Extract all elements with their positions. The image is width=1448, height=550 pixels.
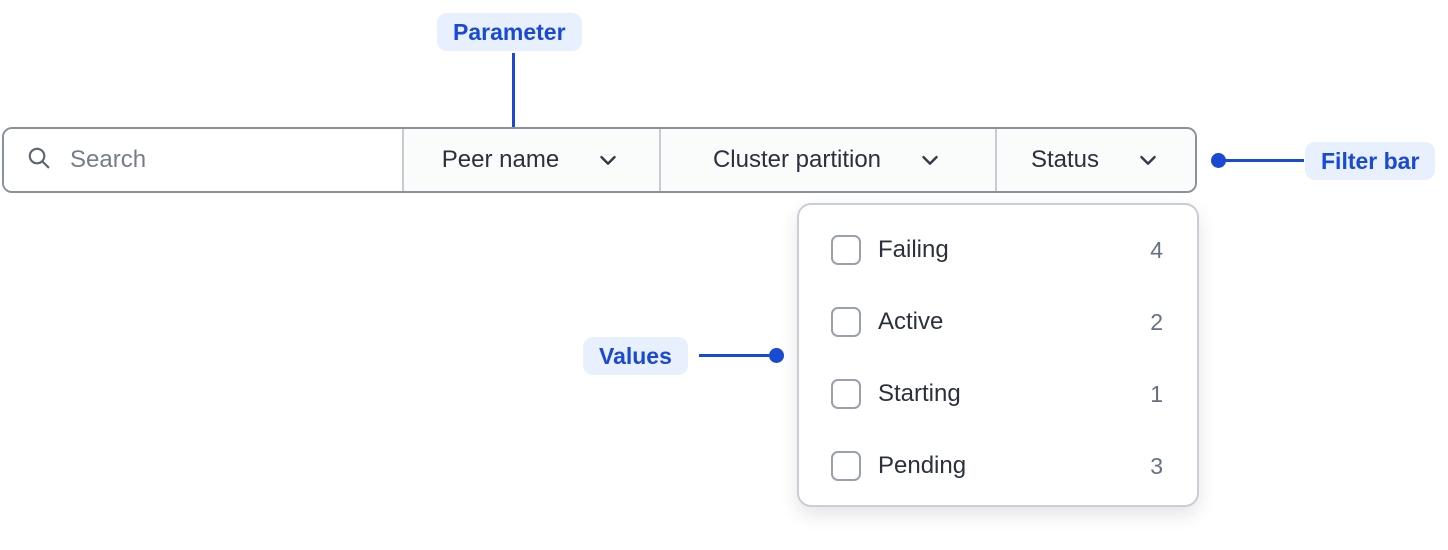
dropdown-cluster-partition[interactable]: Cluster partition [659, 129, 995, 191]
values-connector-line [699, 354, 769, 357]
chevron-down-icon [595, 147, 621, 173]
option-label: Active [878, 308, 944, 335]
checkbox-failing[interactable] [831, 235, 861, 265]
values-connector-dot [769, 348, 784, 363]
parameter-annotation-badge: Parameter [437, 13, 582, 51]
filter-bar-annotation-badge: Filter bar [1305, 142, 1436, 180]
filter-bar-connector-dot [1211, 153, 1226, 168]
chevron-down-icon [1135, 147, 1161, 173]
dropdown-peer-name[interactable]: Peer name [402, 129, 659, 191]
filter-option-row-pending[interactable]: Pending 3 [799, 430, 1197, 502]
option-label: Starting [878, 380, 961, 407]
checkbox-active[interactable] [831, 307, 861, 337]
filter-bar-connector-line [1220, 159, 1304, 162]
option-label: Pending [878, 452, 967, 479]
option-count: 1 [1150, 380, 1163, 407]
dropdown-status-label: Status [1030, 146, 1100, 173]
checkbox-pending[interactable] [831, 451, 861, 481]
option-count: 4 [1150, 236, 1163, 263]
filter-option-row-starting[interactable]: Starting 1 [799, 358, 1197, 430]
filter-option-row-active[interactable]: Active 2 [799, 286, 1197, 358]
values-annotation-badge: Values [583, 337, 688, 375]
dropdown-cluster-partition-label: Cluster partition [712, 146, 882, 173]
search-input[interactable] [70, 146, 392, 174]
dropdown-peer-name-label: Peer name [441, 146, 560, 173]
chevron-down-icon [917, 147, 943, 173]
option-count: 2 [1150, 308, 1163, 335]
checkbox-starting[interactable] [831, 379, 861, 409]
parameter-connector-line [512, 53, 515, 137]
filter-option-row-failing[interactable]: Failing 4 [799, 214, 1197, 286]
dropdown-status[interactable]: Status [995, 129, 1195, 191]
search-icon [26, 145, 52, 176]
search-segment [4, 129, 402, 191]
filter-bar: Peer name Cluster partition Status [2, 127, 1197, 193]
status-dropdown-panel: Failing 4 Active 2 Starting 1 Pending 3 [797, 203, 1199, 507]
option-count: 3 [1150, 452, 1163, 479]
option-label: Failing [878, 236, 949, 263]
